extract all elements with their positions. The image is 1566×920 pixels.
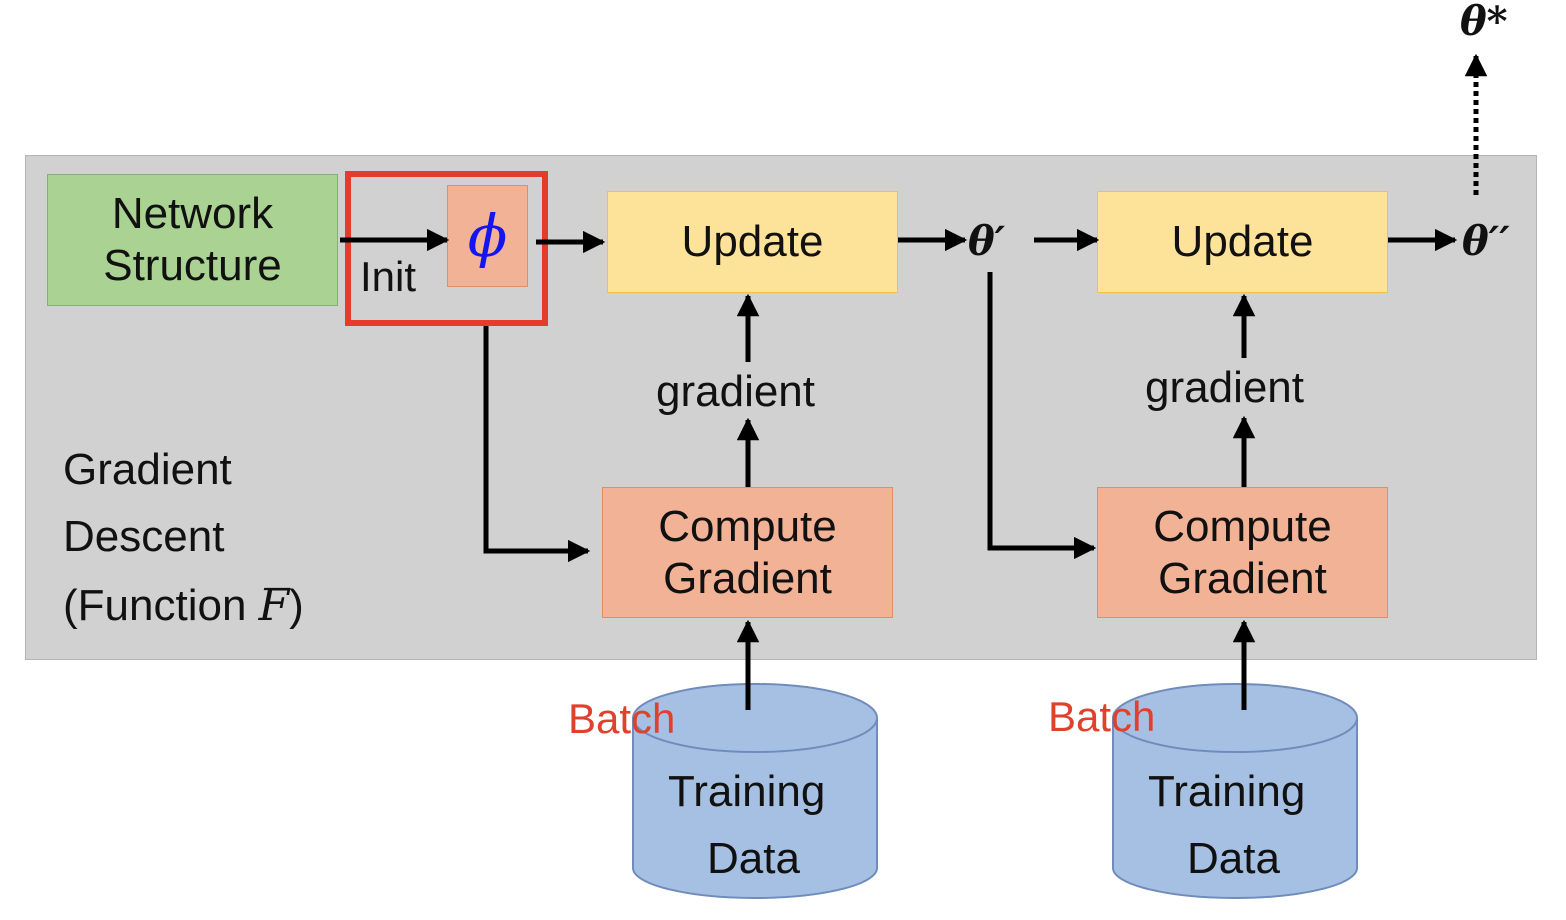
compute-gradient-box-2: Compute Gradient (1097, 487, 1388, 618)
compute-gradient-1-line1: Compute (658, 501, 837, 551)
update-box-2-label: Update (1171, 217, 1314, 267)
update-box-1-label: Update (681, 217, 824, 267)
panel-caption-variable: F (258, 580, 290, 631)
init-label: Init (360, 253, 417, 300)
panel-caption-prefix: (Function (63, 581, 259, 630)
training-data-2-line1: Training (1148, 767, 1306, 816)
network-structure-line2: Structure (103, 241, 282, 290)
update-box-1: Update (607, 191, 898, 293)
phi-box: ϕ (447, 185, 528, 287)
arrow-phi-to-compute-1 (483, 326, 591, 563)
training-data-db-1 (632, 683, 878, 899)
init-highlight-frame (345, 171, 548, 326)
theta-double-prime-label: θ′′ (1462, 218, 1510, 265)
panel-caption-line3: (Function F) (63, 580, 304, 631)
phi-symbol: ϕ (467, 202, 508, 270)
training-data-1-line2: Data (707, 834, 800, 883)
panel-caption-line1: Gradient (63, 445, 232, 494)
training-data-db-2 (1112, 683, 1358, 899)
gradient-label-1: gradient (656, 367, 816, 416)
compute-gradient-box-1: Compute Gradient (602, 487, 893, 618)
theta-star-label: θ* (1460, 0, 1508, 45)
compute-gradient-2-line2: Gradient (1158, 553, 1327, 603)
panel-caption-suffix: ) (289, 581, 304, 630)
network-structure-line1: Network (111, 189, 274, 239)
training-data-2-line2: Data (1187, 834, 1280, 883)
update-box-2: Update (1097, 191, 1388, 293)
gradient-label-2: gradient (1145, 363, 1305, 412)
panel-caption-line2: Descent (63, 512, 225, 561)
compute-gradient-2-line1: Compute (1153, 501, 1332, 551)
arrow-theta-prime-to-compute-2 (987, 272, 1097, 560)
batch-label-1: Batch (568, 695, 676, 742)
batch-label-2: Batch (1048, 693, 1156, 740)
training-data-1-line1: Training (668, 767, 826, 816)
compute-gradient-1-line2: Gradient (663, 553, 832, 603)
theta-prime-label: θ′ (968, 218, 1006, 265)
network-structure-box: Network Structure (47, 174, 338, 306)
